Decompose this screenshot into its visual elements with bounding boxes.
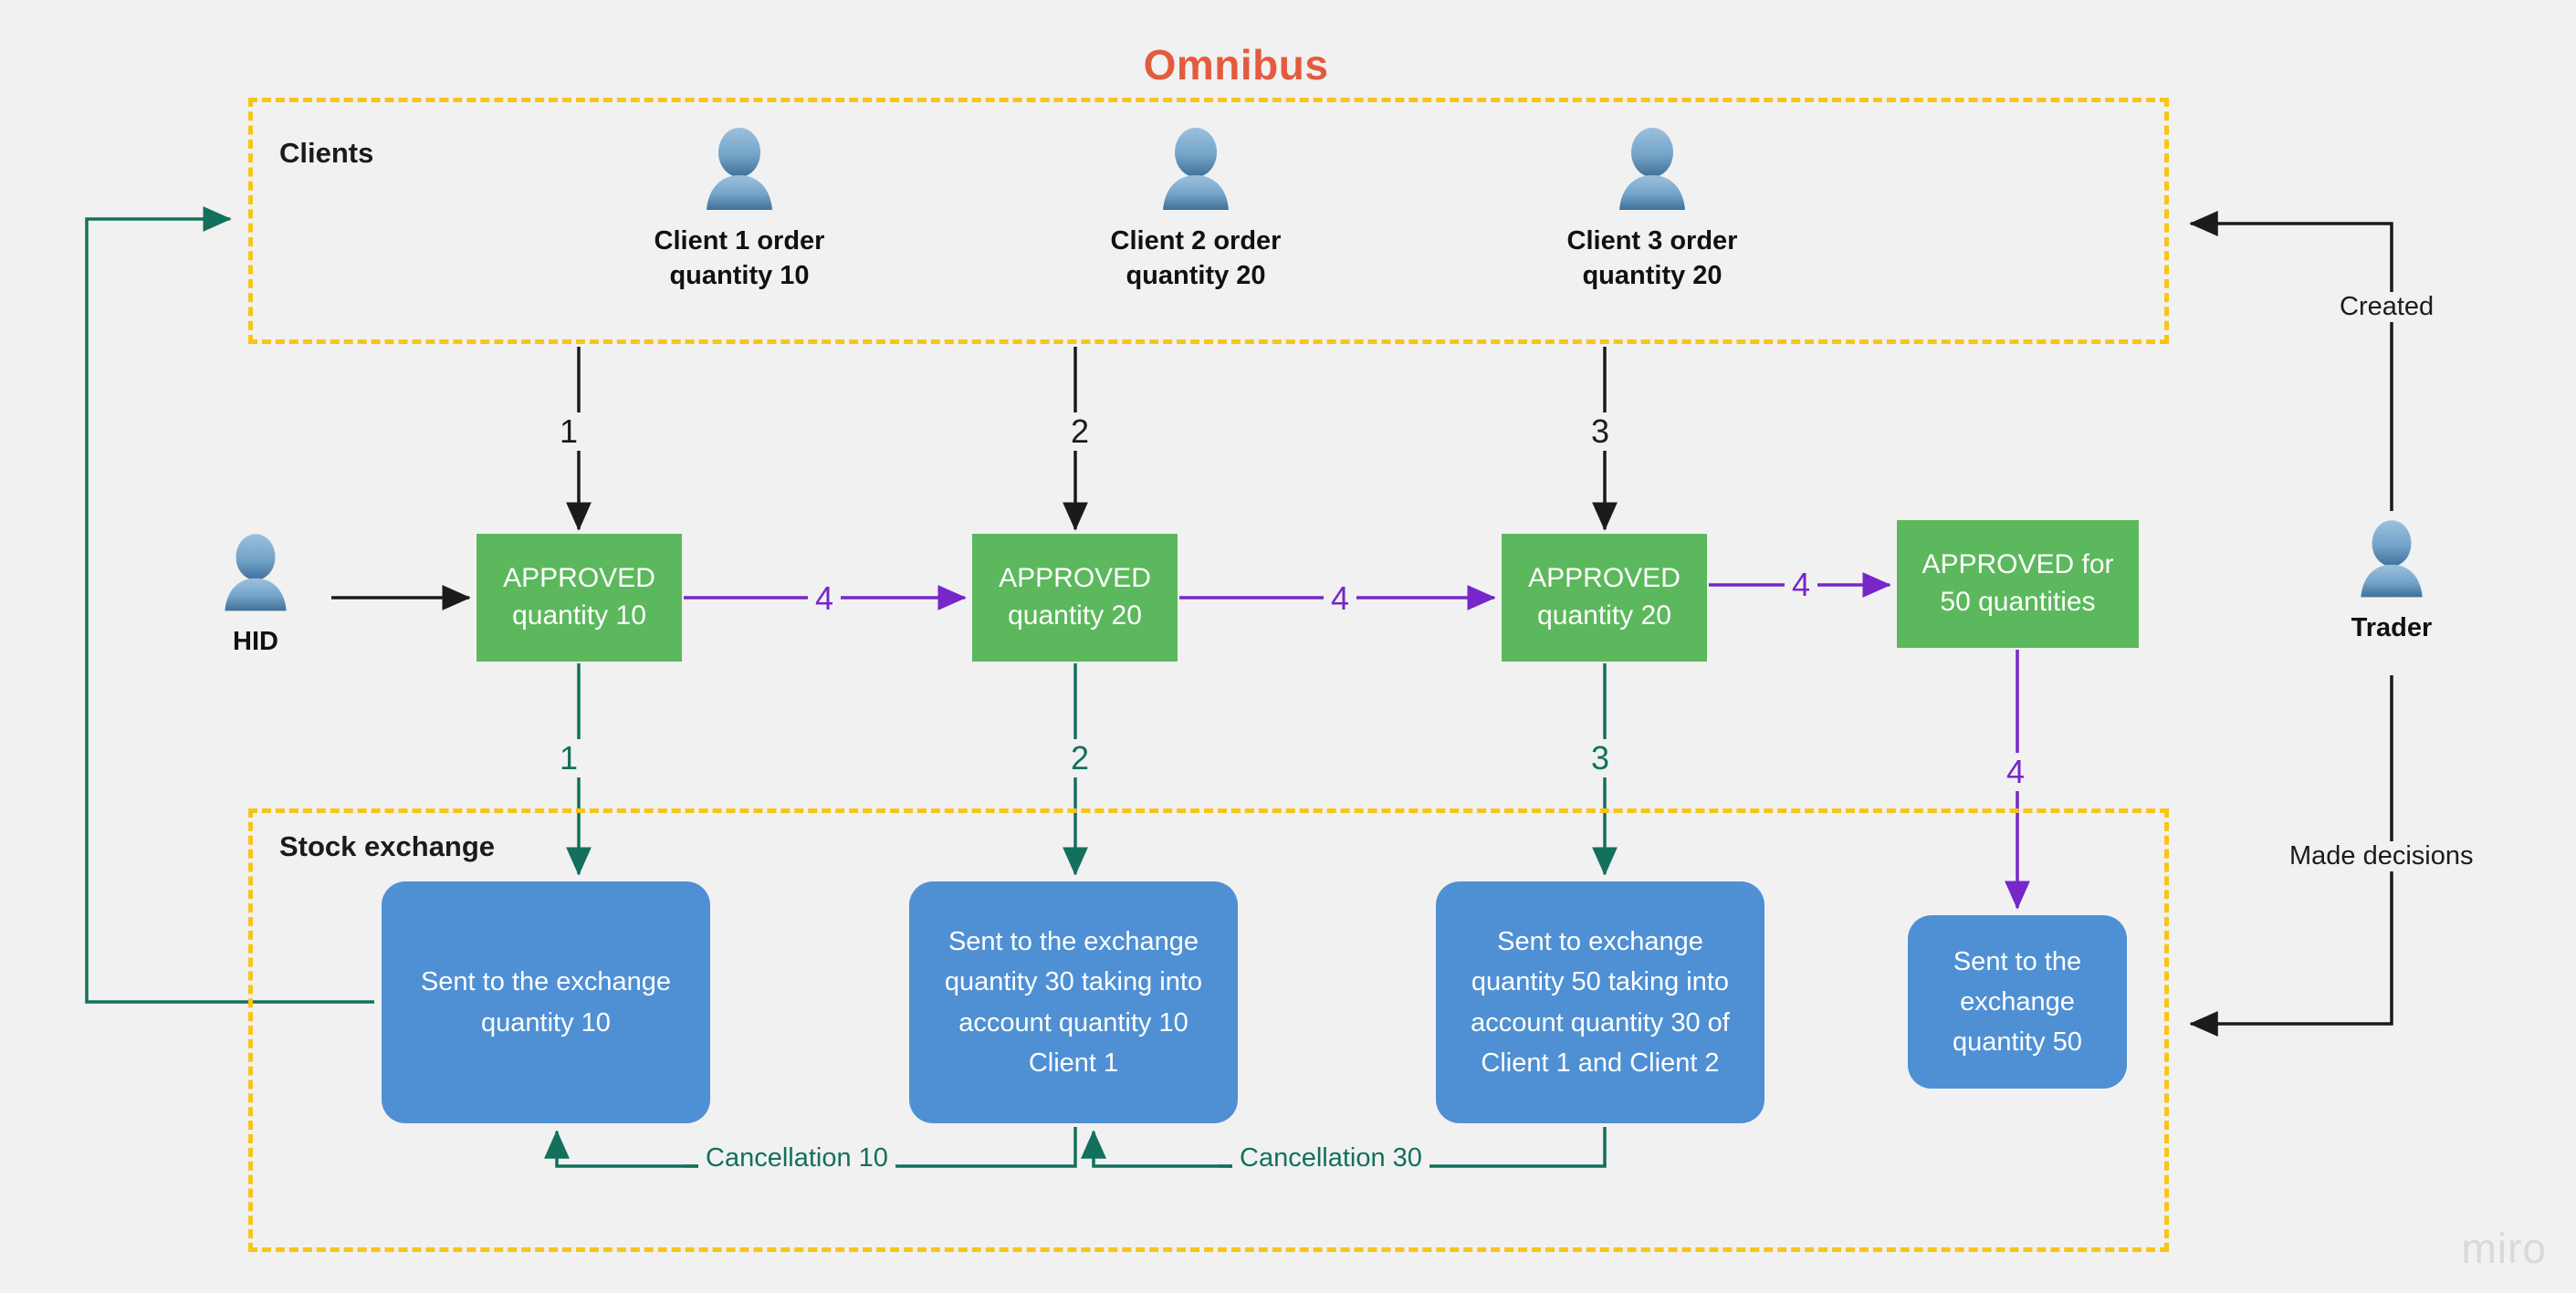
clients-group-label: Clients (279, 137, 374, 169)
actor-label: HID (233, 627, 278, 656)
edge-label-client3-approved3: 3 (1584, 412, 1618, 451)
actor-client-2[interactable]: Client 2 order quantity 20 (1095, 128, 1296, 293)
actor-label: Client 3 order quantity 20 (1566, 226, 1738, 290)
edge-label-approved-chain-1: 4 (808, 579, 842, 618)
person-icon (1619, 128, 1685, 210)
person-icon (707, 128, 772, 210)
exchange-node-4[interactable]: Sent to the exchange quantity 50 (1908, 915, 2127, 1089)
actor-client-1[interactable]: Client 1 order quantity 10 (639, 128, 840, 293)
exchange-node-3[interactable]: Sent to exchange quantity 50 taking into… (1436, 881, 1764, 1123)
edge-label-approved-chain-2: 4 (1324, 579, 1357, 618)
edge-label-approved2-exchange2: 2 (1063, 739, 1097, 777)
actor-label: Client 1 order quantity 10 (654, 226, 825, 290)
person-icon (225, 534, 287, 611)
approved-node-3[interactable]: APPROVED quantity 20 (1502, 534, 1707, 662)
person-icon (2361, 520, 2423, 598)
edge-label-client2-approved2: 2 (1063, 412, 1097, 451)
person-icon (1163, 128, 1229, 210)
edge-label-approved4-exchange4: 4 (1999, 753, 2033, 791)
edge-label-approved1-exchange1: 1 (552, 739, 586, 777)
exchange-node-1[interactable]: Sent to the exchange quantity 10 (382, 881, 710, 1123)
omnibus-group-box (248, 98, 2169, 344)
approved-node-1[interactable]: APPROVED quantity 10 (476, 534, 682, 662)
page-title: Omnibus (1143, 41, 1329, 89)
edge-label-created: Created (2332, 292, 2442, 322)
actor-trader[interactable]: Trader (2309, 520, 2474, 646)
edge-label-approved-chain-3: 4 (1785, 566, 1818, 604)
actor-label: Client 2 order quantity 20 (1110, 226, 1282, 290)
stock-exchange-group-box (248, 808, 2169, 1252)
stock-exchange-group-label: Stock exchange (279, 830, 496, 862)
miro-watermark: miro (2461, 1225, 2547, 1272)
edge-label-made-decisions: Made decisions (2282, 841, 2481, 871)
edge-label-approved3-exchange3: 3 (1584, 739, 1618, 777)
actor-client-3[interactable]: Client 3 order quantity 20 (1552, 128, 1753, 293)
edge-label-cancellation-30: Cancellation 30 (1232, 1143, 1429, 1173)
approved-node-4[interactable]: APPROVED for 50 quantities (1897, 520, 2139, 648)
approved-node-2[interactable]: APPROVED quantity 20 (972, 534, 1178, 662)
edge-label-client1-approved1: 1 (552, 412, 586, 451)
actor-hid[interactable]: HID (173, 534, 338, 660)
exchange-node-2[interactable]: Sent to the exchange quantity 30 taking … (909, 881, 1238, 1123)
edge-label-cancellation-10: Cancellation 10 (698, 1143, 895, 1173)
actor-label: Trader (2351, 613, 2433, 642)
